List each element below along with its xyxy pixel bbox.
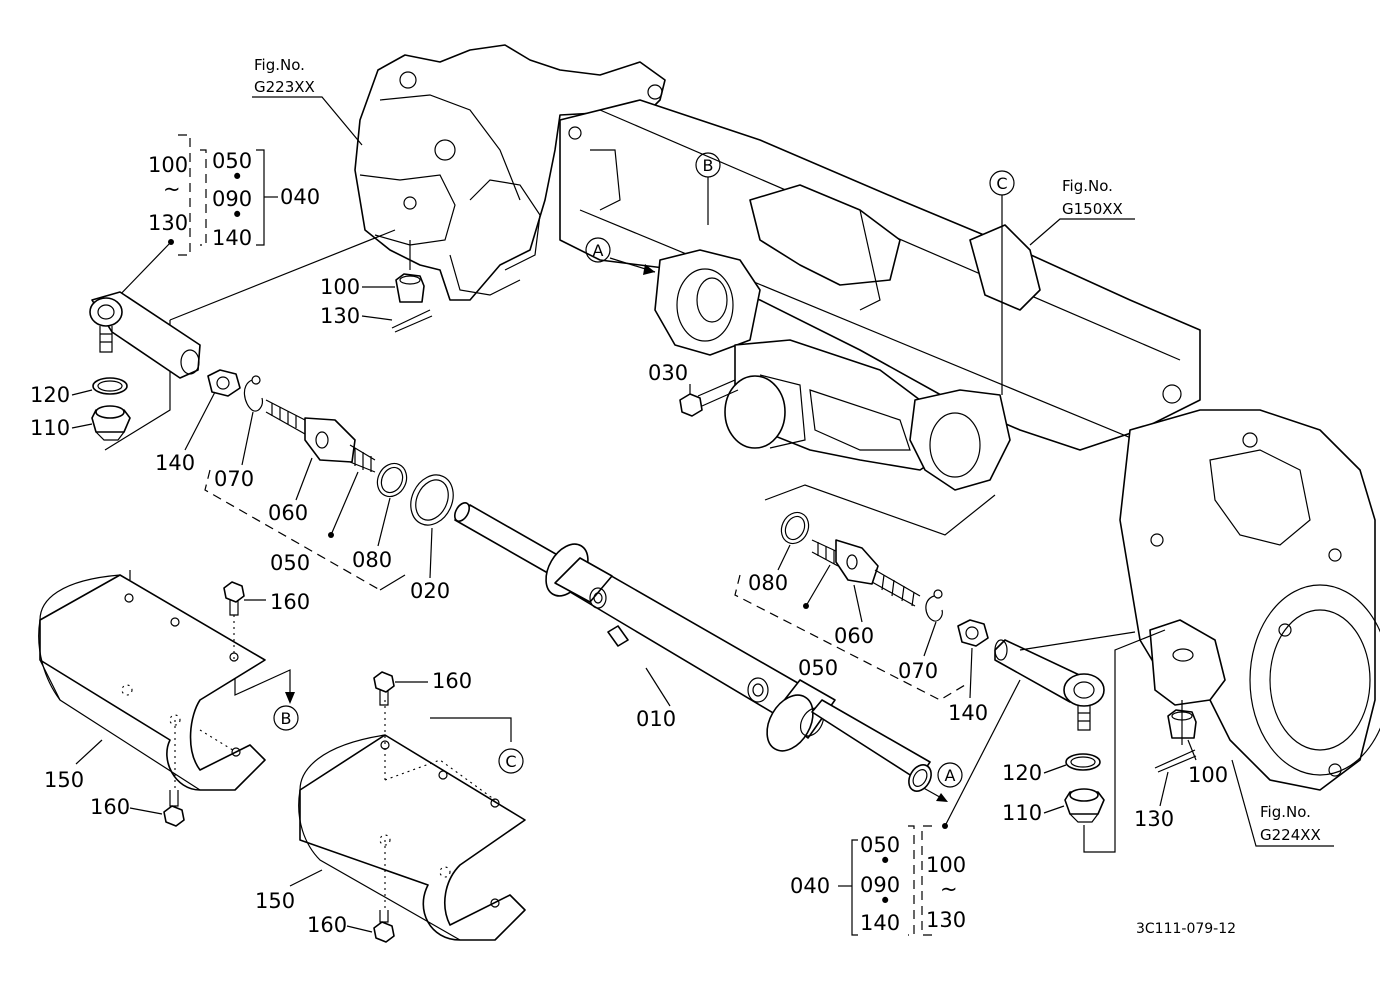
svg-text:G150XX: G150XX: [1062, 200, 1123, 218]
svg-text:Fig.No.: Fig.No.: [1260, 803, 1311, 821]
fig-ref-g223xx: Fig.No. G223XX: [252, 56, 363, 146]
svg-text:A: A: [593, 241, 604, 260]
svg-text:130: 130: [320, 304, 360, 328]
svg-text:040: 040: [280, 185, 320, 209]
svg-text:110: 110: [30, 416, 70, 440]
front-axle-housing: [354, 44, 1380, 791]
svg-text:020: 020: [410, 579, 450, 603]
svg-text:160: 160: [307, 913, 347, 937]
svg-text:160: 160: [90, 795, 130, 819]
svg-text:050: 050: [860, 833, 900, 857]
fig-ref-g150xx: Fig.No. G150XX: [1029, 177, 1135, 246]
svg-text:C: C: [996, 174, 1007, 193]
svg-text:100: 100: [926, 853, 966, 877]
svg-text:050: 050: [798, 656, 838, 680]
left-clip-070: [243, 375, 263, 412]
ref-marker-b-bottom: B: [234, 665, 299, 731]
svg-text:150: 150: [44, 768, 84, 792]
cover-150-right: [298, 700, 526, 941]
ref-marker-b-top: B: [695, 152, 721, 225]
svg-text:100: 100: [1188, 763, 1228, 787]
svg-text:G224XX: G224XX: [1260, 826, 1321, 844]
group-bracket-right: 040 050 • 090 • 140 100 ~ 130: [790, 679, 1021, 936]
left-rod-060: [265, 399, 376, 473]
svg-text:•: •: [879, 849, 891, 873]
right-oring-080: [780, 511, 810, 545]
svg-text:070: 070: [214, 467, 254, 491]
svg-text:110: 110: [1002, 801, 1042, 825]
right-clip-070: [925, 589, 943, 622]
cover-150-left: [38, 570, 266, 791]
svg-text:140: 140: [948, 701, 988, 725]
svg-text:•: •: [879, 889, 891, 913]
left-dashed-bracket: [204, 469, 406, 591]
svg-text:130: 130: [926, 908, 966, 932]
svg-text:050: 050: [270, 551, 310, 575]
svg-text:Fig.No.: Fig.No.: [1062, 177, 1113, 195]
svg-text:100: 100: [320, 275, 360, 299]
svg-text:060: 060: [268, 501, 308, 525]
svg-text:•: •: [231, 165, 243, 189]
svg-text:130: 130: [1134, 807, 1174, 831]
svg-text:050: 050: [212, 149, 252, 173]
group-bracket-left: 100 ~ 130 050 • 090 • 140 040: [114, 134, 320, 301]
svg-text:030: 030: [648, 361, 688, 385]
fig-ref-g224xx: Fig.No. G224XX: [1231, 759, 1334, 847]
svg-text:080: 080: [748, 571, 788, 595]
svg-text:120: 120: [1002, 761, 1042, 785]
svg-text:070: 070: [898, 659, 938, 683]
svg-text:C: C: [505, 752, 516, 771]
svg-text:060: 060: [834, 624, 874, 648]
left-ring-020: [410, 474, 454, 526]
svg-text:B: B: [703, 156, 714, 175]
ref-marker-a-top: A: [585, 237, 656, 275]
left-oring-080: [376, 462, 408, 498]
right-dashed-bracket: [734, 484, 996, 701]
svg-text:~: ~: [940, 877, 958, 901]
svg-text:160: 160: [432, 669, 472, 693]
svg-text:•: •: [231, 203, 243, 227]
left-nut-100-pin-130: [391, 240, 433, 333]
right-nut-100-pin-130: [1154, 700, 1197, 773]
right-rod-060: [811, 539, 921, 607]
svg-text:130: 130: [148, 211, 188, 235]
drawing-code: 3C111-079-12: [1136, 921, 1236, 937]
svg-text:040: 040: [790, 874, 830, 898]
ref-marker-c-top: C: [989, 170, 1015, 395]
ref-marker-c-bottom: C: [430, 717, 524, 774]
svg-text:140: 140: [860, 911, 900, 935]
svg-text:Fig.No.: Fig.No.: [254, 56, 305, 74]
svg-text:120: 120: [30, 383, 70, 407]
right-nut-140: [957, 619, 989, 647]
ref-marker-a-bottom: A: [919, 762, 963, 802]
svg-text:G223XX: G223XX: [254, 78, 315, 96]
svg-text:100: 100: [148, 153, 188, 177]
svg-text:010: 010: [636, 707, 676, 731]
svg-text:140: 140: [212, 226, 252, 250]
bolts-160: [163, 581, 395, 943]
svg-text:~: ~: [163, 177, 181, 201]
svg-text:090: 090: [860, 873, 900, 897]
svg-text:090: 090: [212, 187, 252, 211]
svg-text:080: 080: [352, 548, 392, 572]
svg-text:160: 160: [270, 590, 310, 614]
part-labels: 100 130 120 110 140 070 060 050 080 020 …: [30, 275, 1228, 937]
steering-cylinder-010: [453, 502, 932, 792]
svg-text:B: B: [281, 709, 292, 728]
svg-text:140: 140: [155, 451, 195, 475]
left-nut-140: [207, 369, 241, 397]
left-tie-rod-end: [89, 229, 396, 451]
right-tie-rod-end: [994, 629, 1166, 853]
svg-text:150: 150: [255, 889, 295, 913]
svg-text:A: A: [945, 766, 956, 785]
